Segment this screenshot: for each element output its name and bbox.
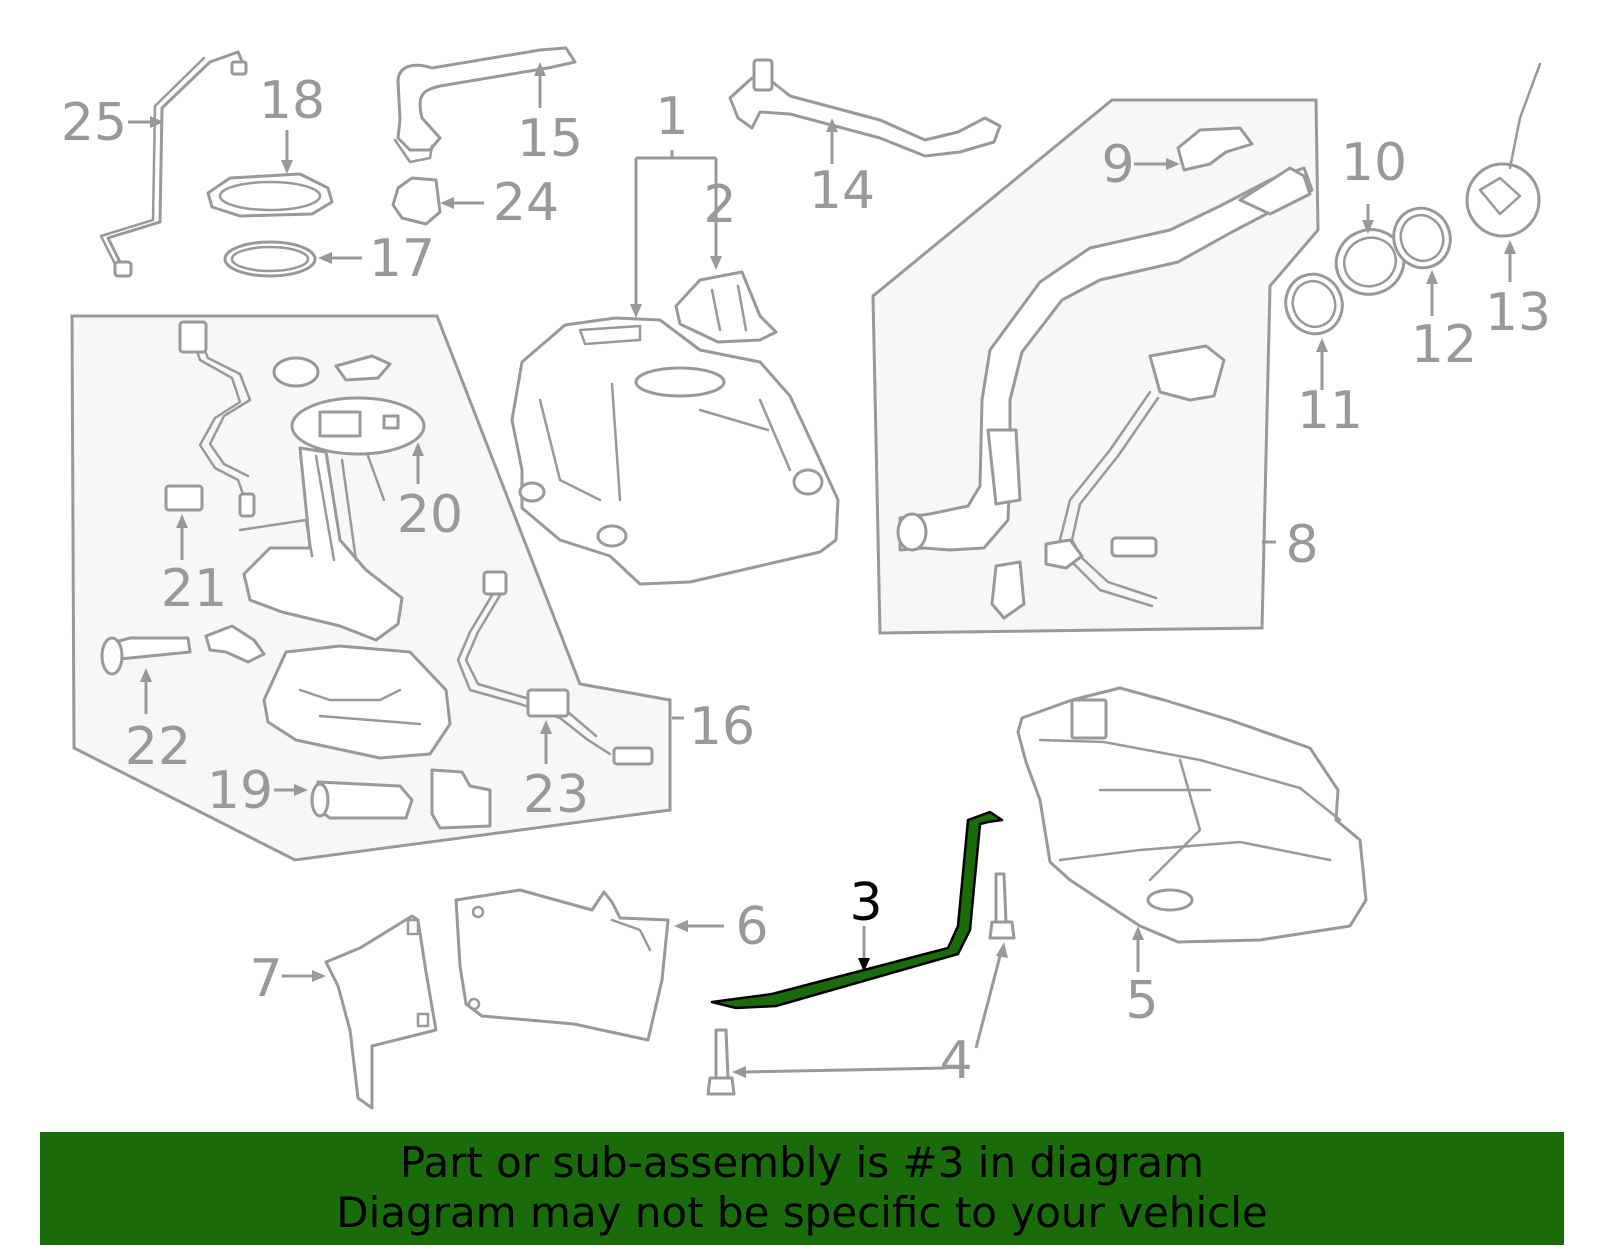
part-17-gasket[interactable] (223, 240, 317, 278)
part-8-filler-pipe[interactable] (896, 126, 1314, 620)
callout-16: 16 (689, 697, 755, 757)
banner-line-2: Diagram may not be specific to your vehi… (336, 1188, 1268, 1237)
part-18-lock-ring[interactable] (206, 172, 334, 218)
group-panel-8 (871, 98, 1320, 635)
part-24-clip[interactable] (391, 176, 442, 226)
callout-3: 3 (849, 873, 882, 933)
part-25-fuel-line[interactable] (99, 50, 248, 278)
part-4-bolt-upper[interactable] (988, 872, 1016, 940)
part-1-fuel-tank[interactable] (510, 316, 840, 586)
callout-9: 9 (1101, 135, 1134, 195)
part-4-bolt-lower[interactable] (706, 1028, 736, 1096)
callout-24: 24 (493, 173, 559, 233)
part-15-vent-hose[interactable] (393, 46, 577, 164)
info-banner: Part or sub-assembly is #3 in diagram Di… (40, 1132, 1564, 1245)
callout-18: 18 (259, 71, 325, 131)
part-11-seal[interactable] (1277, 266, 1350, 342)
callout-23: 23 (523, 765, 589, 825)
parts-diagram: 1 2 3 4 5 6 7 8 9 10 11 12 13 14 15 16 1… (61, 46, 1551, 1110)
callout-14: 14 (809, 161, 875, 221)
callout-25: 25 (61, 93, 127, 153)
part-13-fuel-cap[interactable] (1465, 62, 1542, 238)
callout-12: 12 (1411, 315, 1477, 375)
part-5-shield[interactable] (1016, 686, 1368, 944)
leader-lines (128, 62, 1516, 1078)
callout-5: 5 (1125, 971, 1158, 1031)
callout-2: 2 (703, 175, 736, 235)
part-12-seal[interactable] (1385, 200, 1458, 276)
callout-7: 7 (249, 949, 282, 1009)
callout-21: 21 (161, 559, 227, 619)
callout-8: 8 (1285, 515, 1318, 575)
part-6-heat-shield[interactable] (454, 888, 670, 1042)
callout-22: 22 (125, 717, 191, 777)
banner-line-1: Part or sub-assembly is #3 in diagram (399, 1138, 1205, 1187)
callout-labels: 1 2 3 4 5 6 7 8 9 10 11 12 13 14 15 16 1… (61, 71, 1551, 1091)
part-10-ring[interactable] (1327, 220, 1413, 303)
callout-19: 19 (207, 761, 273, 821)
callout-1: 1 (655, 87, 688, 147)
callout-20: 20 (397, 485, 463, 545)
part-3-tank-strap[interactable] (710, 810, 1004, 1010)
callout-11: 11 (1297, 381, 1363, 441)
callout-17: 17 (369, 229, 435, 289)
callout-15: 15 (517, 109, 583, 169)
callout-4: 4 (939, 1031, 972, 1091)
callout-13: 13 (1485, 283, 1551, 343)
part-7-side-shield[interactable] (324, 914, 438, 1110)
part-2-protector[interactable] (674, 270, 778, 344)
callout-6: 6 (735, 897, 768, 957)
callout-10: 10 (1341, 133, 1407, 193)
part-14-breather-pipe[interactable] (728, 58, 1002, 158)
part-16-pump-assembly[interactable] (100, 320, 654, 830)
